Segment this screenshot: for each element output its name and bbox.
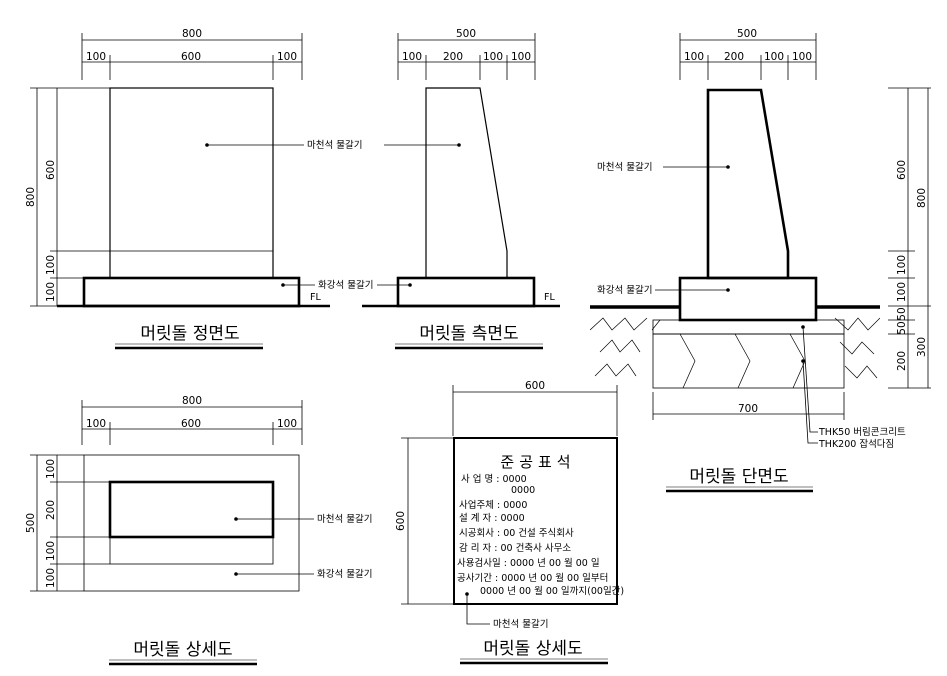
front-fl-label: FL xyxy=(310,292,321,303)
soil-hatch xyxy=(590,317,880,379)
section-label-hwagangseok: 화강석 물갈기 xyxy=(597,284,652,296)
section-dim-d: 100 xyxy=(792,51,812,63)
front-dim-v-total: 800 xyxy=(25,187,37,207)
section-dim-bottom: 700 xyxy=(738,403,758,415)
plate-view-title: 머릿돌 상세도 xyxy=(483,639,582,659)
section-dim-v-mid: 100 xyxy=(896,255,908,275)
section-base-stone xyxy=(678,276,818,322)
front-left-dimensions: 800 600 100 100 xyxy=(25,87,110,307)
plate-label-material: 마천석 물갈기 xyxy=(493,618,548,630)
plate-line-contractor: 시공회사 : 00 건설 주식회사 xyxy=(459,528,574,539)
front-label-maracheonseok: 마천석 물갈기 xyxy=(307,139,362,151)
plate-outline xyxy=(453,437,618,605)
plan-view: 800 100 600 100 500 100 200 100 100 마천석 … xyxy=(25,395,372,666)
side-top-dimensions: 500 100 200 100 100 xyxy=(397,28,536,80)
section-dim-b: 200 xyxy=(724,51,744,63)
section-dim-total: 500 xyxy=(737,28,757,40)
front-dim-v-low: 100 xyxy=(45,282,57,302)
section-dim-v-50a: 50 xyxy=(896,307,908,320)
side-upper-stone xyxy=(425,87,508,279)
plan-dim-v-b: 200 xyxy=(45,500,57,520)
section-upper-stone xyxy=(706,88,790,280)
plate-line-supervisor: 감 리 자 : 00 건축사 사무소 xyxy=(459,542,571,554)
plate-line-period-start: 공사기간 : 0000 년 00 월 00 일부터 xyxy=(457,572,608,584)
section-right-dimensions: 600 800 100 100 50 50 300 200 xyxy=(888,87,931,389)
front-label-hwagangseok: 화강석 물갈기 xyxy=(318,279,373,291)
plan-dim-right: 100 xyxy=(277,418,297,430)
plan-top-face xyxy=(108,480,275,539)
plate-dim-height: 600 xyxy=(395,511,407,531)
side-view-title: 머릿돌 측면도 xyxy=(419,324,518,344)
plate-line-business-name: 사 업 명 : 0000 xyxy=(461,473,527,485)
front-base-stone xyxy=(82,276,301,308)
section-view-title: 머릿돌 단면도 xyxy=(689,467,788,487)
plate-line-owner: 사업주체 : 0000 xyxy=(459,499,527,511)
plan-base-outline xyxy=(83,454,300,592)
front-dim-mid: 600 xyxy=(181,51,201,63)
plan-dim-v-d: 100 xyxy=(45,568,57,588)
plan-label-hwagangseok: 화강석 물갈기 xyxy=(317,568,372,580)
lean-concrete-layer xyxy=(652,319,845,335)
plan-dim-mid: 600 xyxy=(181,418,201,430)
section-dim-a: 100 xyxy=(684,51,704,63)
section-top-dimensions: 500 100 200 100 100 xyxy=(679,28,817,80)
side-dim-c: 100 xyxy=(483,51,503,63)
section-dim-v-200: 200 xyxy=(896,351,908,371)
plate-title: 준공표석 xyxy=(500,453,575,471)
plan-upper-outline xyxy=(109,481,274,565)
plan-left-dimensions: 500 100 200 100 100 xyxy=(25,454,110,592)
section-dim-v-300: 300 xyxy=(916,337,928,357)
plan-top-dimensions: 800 100 600 100 xyxy=(81,395,303,445)
plan-dim-left: 100 xyxy=(86,418,106,430)
plan-dim-v-total: 500 xyxy=(25,513,37,533)
plate-line-business-name-2: 0000 xyxy=(511,485,535,496)
side-view: 500 100 200 100 100 FL 머릿돌 측면도 xyxy=(362,28,560,350)
front-view-title: 머릿돌 정면도 xyxy=(140,324,239,344)
side-fl-label: FL xyxy=(544,292,555,303)
plate-line-period-end: 0000 년 00 월 00 일까지(00일간) xyxy=(480,585,624,597)
side-dim-b: 200 xyxy=(443,51,463,63)
side-dim-total: 500 xyxy=(456,28,476,40)
section-label-thk200: THK200 잡석다짐 xyxy=(818,438,894,450)
plan-label-maracheonseok: 마천석 물갈기 xyxy=(317,513,372,525)
front-dim-v-upper: 600 xyxy=(45,160,57,180)
crushed-stone-layer xyxy=(652,333,845,389)
plate-line-inspection-date: 사용검사일 : 0000 년 00 월 00 일 xyxy=(457,557,600,569)
front-dim-total: 800 xyxy=(182,28,202,40)
plate-line-designer: 설 계 자 : 0000 xyxy=(459,512,525,524)
section-view: 500 100 200 100 100 600 800 100 100 50 5… xyxy=(590,28,931,493)
section-dim-v-upper: 600 xyxy=(896,160,908,180)
plan-dim-v-c: 100 xyxy=(45,541,57,561)
side-base-stone xyxy=(396,276,536,308)
section-label-maracheonseok: 마천석 물갈기 xyxy=(597,161,652,173)
plate-dim-width: 600 xyxy=(525,380,545,392)
plan-view-title: 머릿돌 상세도 xyxy=(133,640,232,660)
plan-dim-v-a: 100 xyxy=(45,459,57,479)
front-top-dimensions: 800 100 600 100 xyxy=(81,28,303,80)
front-dim-right: 100 xyxy=(277,51,297,63)
side-dim-a: 100 xyxy=(402,51,422,63)
section-dim-v-low: 100 xyxy=(896,282,908,302)
front-view: 800 100 600 100 800 600 100 100 FL 마천석 물… xyxy=(25,28,373,350)
side-dim-d: 100 xyxy=(511,51,531,63)
front-upper-stone xyxy=(109,87,274,279)
section-dim-v-total: 800 xyxy=(916,188,928,208)
section-dim-c: 100 xyxy=(764,51,784,63)
plate-view: 600 600 준공표석 사 업 명 : 0000 0000 사업주체 : 00… xyxy=(395,380,624,665)
plan-dim-total: 800 xyxy=(182,395,202,407)
front-dim-left: 100 xyxy=(86,51,106,63)
section-label-thk50: THK50 버림콘크리트 xyxy=(818,426,906,438)
section-dim-v-50b: 50 xyxy=(896,321,908,334)
front-dim-v-mid: 100 xyxy=(45,255,57,275)
